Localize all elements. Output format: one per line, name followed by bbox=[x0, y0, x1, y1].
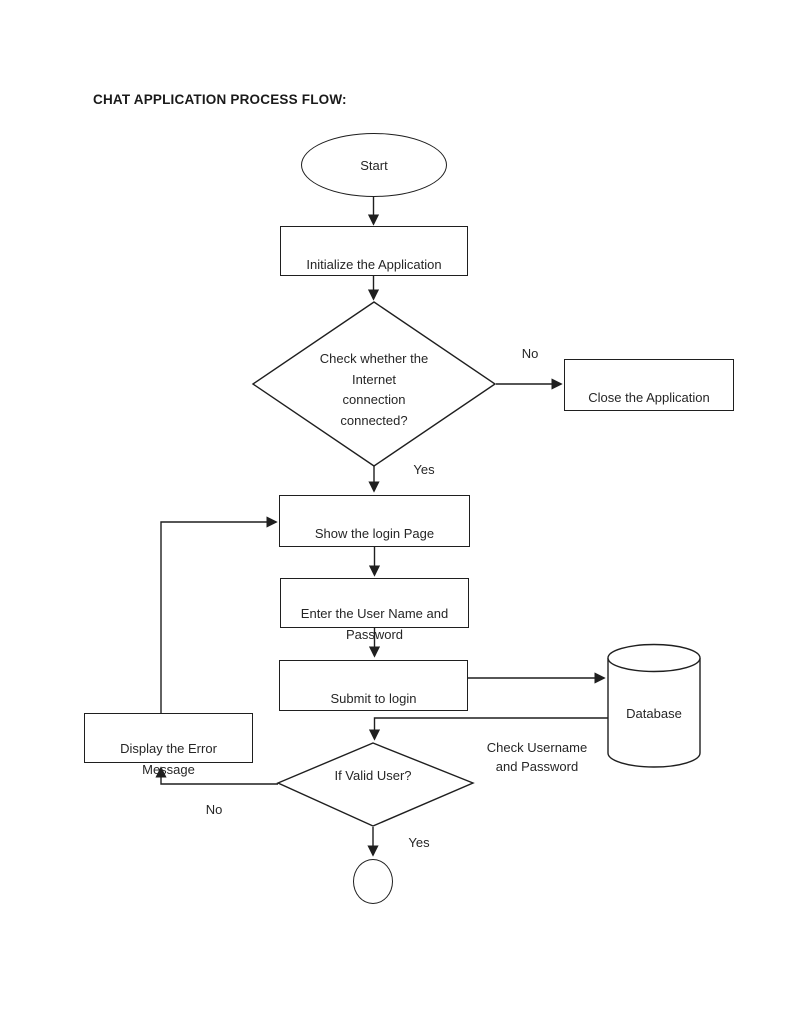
page-title: CHAT APPLICATION PROCESS FLOW: bbox=[93, 92, 347, 107]
database-cylinder-top bbox=[607, 643, 701, 673]
edge-label-internet-no: No bbox=[521, 346, 539, 361]
node-submit-login: Submit to login bbox=[279, 660, 468, 711]
node-enter-credentials-label: Enter the User Name and Password bbox=[300, 606, 449, 642]
node-close-app: Close the Application bbox=[564, 359, 734, 411]
node-database-label: Database bbox=[626, 706, 682, 721]
node-initialize: Initialize the Application bbox=[280, 226, 468, 276]
node-close-app-label: Close the Application bbox=[588, 390, 710, 405]
node-if-valid-user-label: If Valid User? bbox=[334, 768, 412, 783]
edge-displayerror-showlogin bbox=[160, 516, 278, 713]
node-show-login-label: Show the login Page bbox=[314, 526, 435, 541]
edge-validuser-no-displayerror bbox=[155, 766, 278, 785]
node-display-error-label: Display the Error Message bbox=[120, 741, 217, 777]
node-show-login: Show the login Page bbox=[279, 495, 470, 547]
node-submit-login-label: Submit to login bbox=[330, 691, 417, 706]
node-initialize-label: Initialize the Application bbox=[306, 257, 442, 272]
edge-label-internet-yes: Yes bbox=[413, 462, 435, 477]
edge-database-validuser bbox=[368, 717, 608, 741]
node-start-label: Start bbox=[360, 157, 388, 173]
node-start: Start bbox=[301, 133, 447, 197]
node-enter-credentials: Enter the User Name and Password bbox=[280, 578, 469, 642]
edge-label-valid-yes: Yes bbox=[408, 835, 430, 850]
database-cylinder-body bbox=[607, 658, 701, 768]
node-check-internet-label: Check whether the Internet connection co… bbox=[319, 351, 429, 428]
node-end bbox=[353, 859, 393, 904]
decision-diamond-valid-user bbox=[276, 742, 475, 827]
edge-label-valid-no: No bbox=[205, 802, 223, 817]
node-display-error: Display the Error Message bbox=[84, 713, 253, 777]
edge-label-check-credentials: Check Username and Password bbox=[486, 740, 588, 774]
